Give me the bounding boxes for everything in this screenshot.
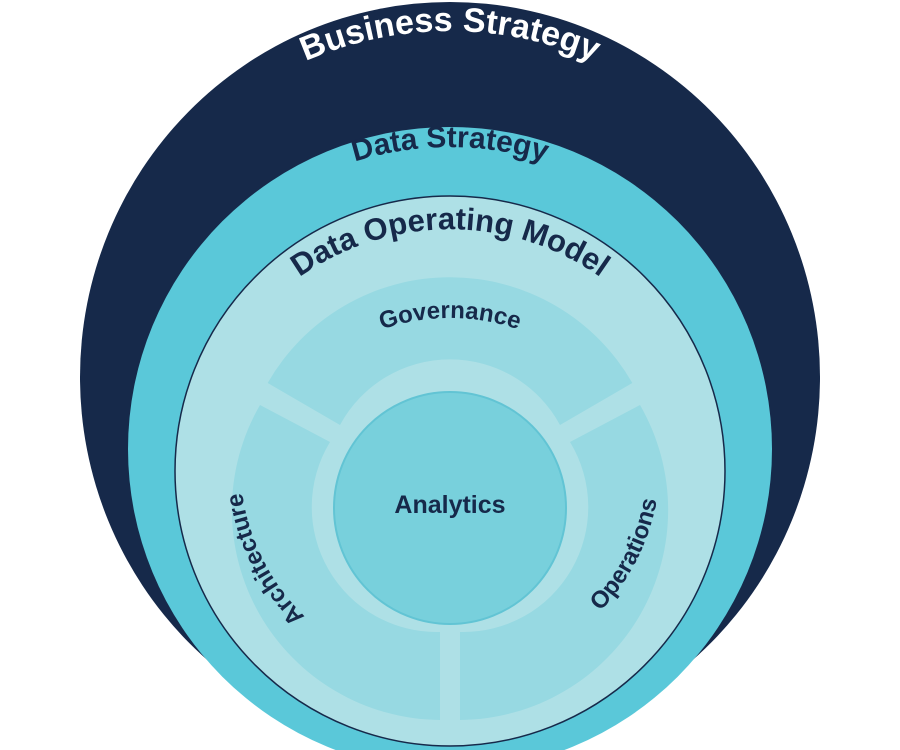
analytics-circle — [333, 391, 567, 625]
operations-segment — [460, 405, 669, 720]
analytics-label: Analytics — [394, 491, 505, 519]
architecture-segment — [231, 405, 440, 720]
segment-ring — [231, 277, 669, 720]
governance-segment — [267, 277, 633, 425]
